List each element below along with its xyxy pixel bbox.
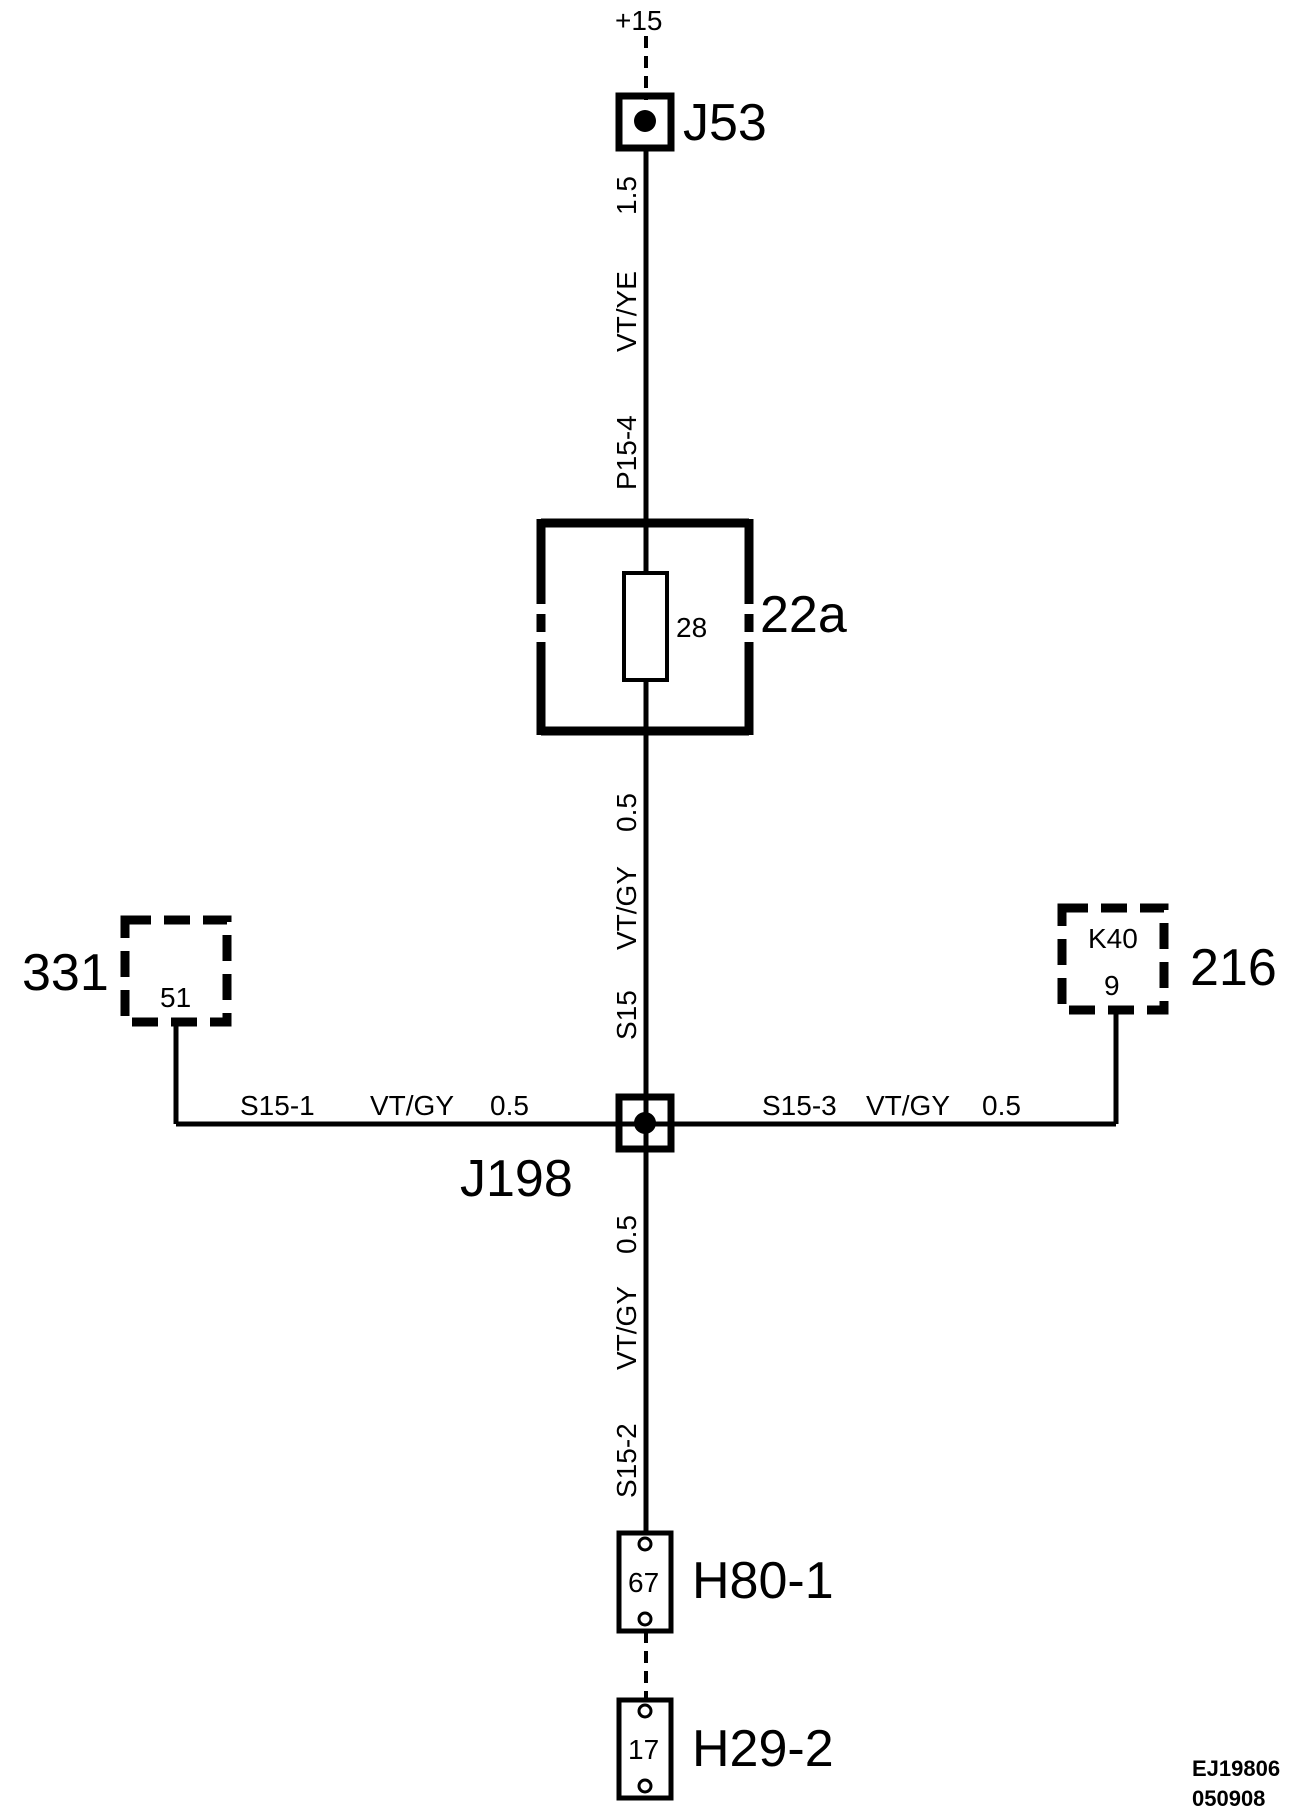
fuse-label: 22a	[760, 586, 847, 644]
connector-h80-1-top-pin	[637, 1536, 653, 1552]
component-216-pin: 9	[1104, 970, 1120, 1001]
junction-j53-dot	[634, 110, 656, 132]
connector-h29-2-bottom-pin	[637, 1778, 653, 1794]
connector-h80-1-pin: 67	[628, 1567, 659, 1598]
figure-date: 050908	[1192, 1786, 1265, 1811]
component-331-pin: 51	[160, 982, 191, 1013]
component-216-box	[1057, 903, 1169, 1015]
component-331-box	[120, 915, 232, 1027]
junction-j198-label: J198	[460, 1150, 573, 1208]
wire-bottom-color: VT/GY	[611, 1286, 642, 1370]
connector-h29-2-pin: 17	[628, 1734, 659, 1765]
connector-h80-1-label: H80-1	[692, 1552, 834, 1610]
figure-id: EJ19806	[1192, 1756, 1280, 1781]
wire-left-id: S15-1	[240, 1090, 315, 1121]
connector-h29-2-label: H29-2	[692, 1720, 834, 1778]
wire-right-id: S15-3	[762, 1090, 837, 1121]
wire-mid-id: S15	[611, 990, 642, 1040]
junction-j198-dot	[634, 1112, 656, 1134]
wire-right-color: VT/GY	[866, 1090, 950, 1121]
wire-left-color: VT/GY	[370, 1090, 454, 1121]
junction-j53-label: J53	[683, 94, 767, 152]
fuse-box	[536, 518, 754, 736]
wire-bottom-size: 0.5	[611, 1215, 642, 1254]
junction-j198-box	[615, 1093, 675, 1153]
component-331-label: 331	[22, 944, 109, 1002]
connector-h29-2-top-pin	[637, 1703, 653, 1719]
wire-mid-size: 0.5	[611, 793, 642, 832]
wire-top-id: P15-4	[611, 415, 642, 490]
connector-h80-1-bottom-pin	[637, 1611, 653, 1627]
wire-top-size: 1.5	[611, 176, 642, 215]
wire-mid-color: VT/GY	[611, 866, 642, 950]
supply-label: +15	[615, 5, 663, 36]
component-216-label: 216	[1190, 939, 1277, 997]
wire-top-color: VT/YE	[611, 271, 642, 352]
component-216-connector: K40	[1088, 923, 1138, 954]
wire-left-size: 0.5	[490, 1090, 529, 1121]
fuse-number: 28	[676, 612, 707, 643]
wire-bottom-id: S15-2	[611, 1423, 642, 1498]
fuse-element	[622, 571, 669, 682]
wire-right-size: 0.5	[982, 1090, 1021, 1121]
